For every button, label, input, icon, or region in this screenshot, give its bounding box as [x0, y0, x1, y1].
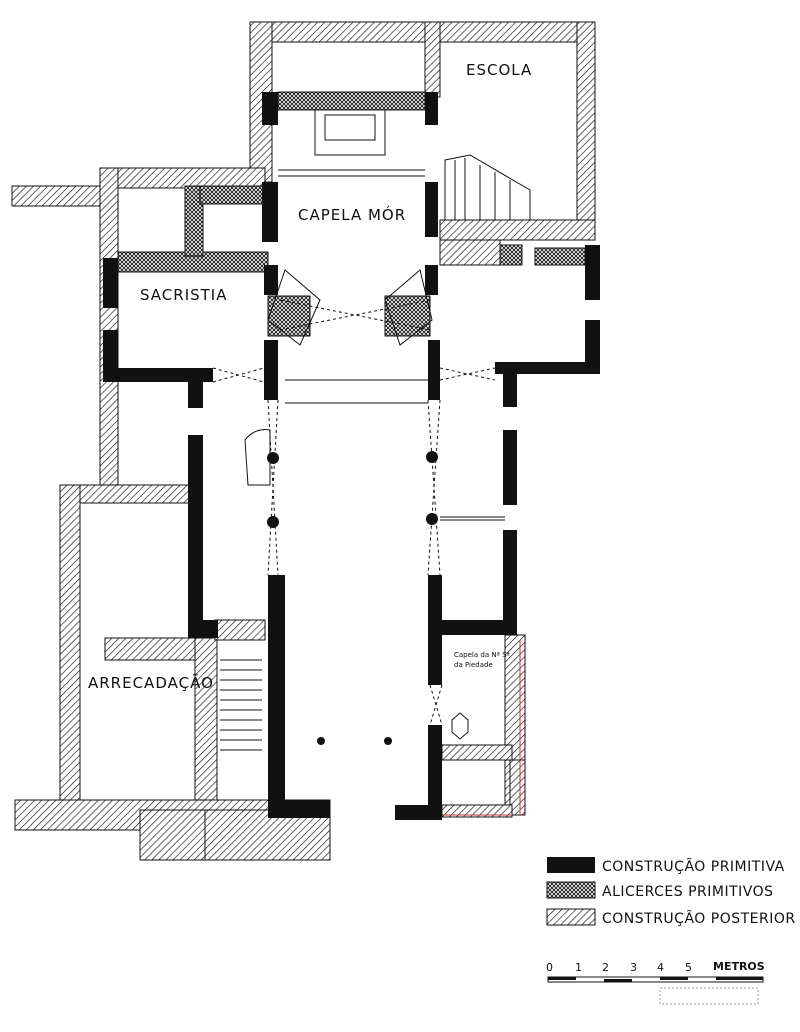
- scale-tick-2: 2: [602, 961, 609, 974]
- legend-label-posterior: CONSTRUÇÃO POSTERIOR: [602, 910, 796, 927]
- scale-tick-1: 1: [575, 961, 582, 974]
- legend-label-alicerces: ALICERCES PRIMITIVOS: [602, 884, 774, 900]
- legend-swatch-crosshatch: [546, 881, 596, 899]
- scale-tick-0: 0: [546, 961, 553, 974]
- room-label-capela-piedade-line1: Capela da Nª Sª: [454, 651, 510, 659]
- room-label-sacristia: SACRISTIA: [140, 286, 228, 304]
- legend-swatch-solid: [547, 857, 595, 873]
- walls-foundations: [117, 91, 586, 337]
- room-label-capela-piedade-line2: da Piedade: [454, 661, 493, 669]
- scale-bar: 0 1 2 3 4 5 METROS: [546, 960, 765, 1005]
- walls-primitive: [103, 92, 600, 820]
- room-label-escola: ESCOLA: [466, 61, 532, 79]
- scale-tick-3: 3: [630, 961, 637, 974]
- legend-swatch-hatch: [546, 908, 596, 926]
- legend-label-primitiva: CONSTRUÇÃO PRIMITIVA: [602, 858, 785, 875]
- scale-tick-4: 4: [657, 961, 664, 974]
- scale-unit: METROS: [713, 960, 765, 973]
- plan-details: [212, 109, 531, 816]
- room-label-capela-mor: CAPELA MÓR: [298, 205, 406, 224]
- scale-tick-5: 5: [685, 961, 692, 974]
- room-label-arrecadacao: ARRECADAÇÃO: [88, 673, 214, 692]
- legend: CONSTRUÇÃO PRIMITIVA ALICERCES PRIMITIVO…: [546, 857, 796, 927]
